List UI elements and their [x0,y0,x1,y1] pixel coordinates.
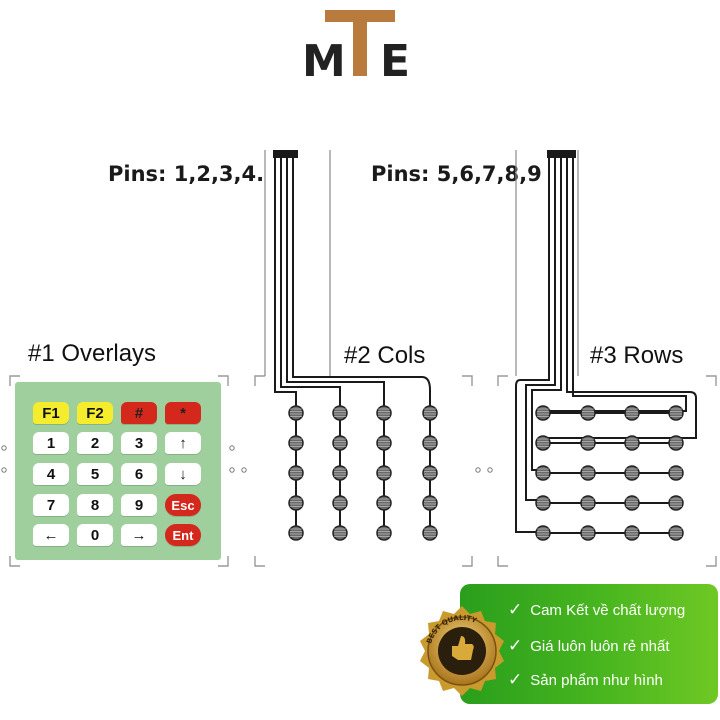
cols-contact-pad [332,435,348,451]
cols-contact-pad [288,405,304,421]
key-0-2: # [121,402,157,424]
key-4-3: Ent [165,524,201,546]
cols-contact-pad [288,435,304,451]
key-3-2: 9 [121,494,157,516]
key-1-2: 3 [121,432,157,454]
rows-flex-tail [515,150,697,533]
key-1-3: ↑ [165,432,201,454]
pins-right-label: Pins: 5,6,7,8,9 [371,162,542,186]
cols-contact-pad [376,465,392,481]
rows-contact-pad [535,495,551,511]
cols-contact-pad [376,525,392,541]
rows-contact-pad [580,465,596,481]
key-4-0: ← [33,524,69,546]
mte-logo: M E [302,10,410,80]
rows-contact-pad [624,525,640,541]
key-0-0: F1 [33,402,69,424]
cols-contact-pad [288,525,304,541]
rows-contact-pad [535,465,551,481]
cols-flex-tips [273,150,298,158]
key-0-3: * [165,402,201,424]
pins-left-label: Pins: 1,2,3,4. [108,162,265,186]
logo-t-bar [325,10,395,22]
rows-flex-tips [547,150,576,158]
section-title-cols: #2 Cols [344,342,426,369]
cols-flex-tail [274,150,431,530]
cols-contact-pad [422,405,438,421]
cols-contact-pad [422,465,438,481]
key-4-2: → [121,524,157,546]
row-traces [540,412,676,534]
promo-line-3-text: Sản phẩm như hình [530,671,663,689]
rows-contact-pad [668,465,684,481]
rows-contact-pad [624,405,640,421]
key-3-1: 8 [77,494,113,516]
key-2-0: 4 [33,463,69,485]
cols-contact-pad [288,465,304,481]
cols-contact-pad [422,435,438,451]
rows-contact-pad [624,495,640,511]
thumbs-up-icon [452,636,474,660]
rows-contact-pad [580,405,596,421]
cols-contact-pad [376,435,392,451]
logo-t-stem [353,22,367,76]
cols-contact-pad [332,465,348,481]
promo-line-3: ✓ Sản phẩm như hình [508,670,663,690]
frame-corner-marks [9,375,717,567]
cols-contact-pad [422,495,438,511]
cols-contact-pad [422,525,438,541]
key-2-1: 5 [77,463,113,485]
rows-contact-pad [535,405,551,421]
rows-contact-pad [668,405,684,421]
rows-contact-pad [535,525,551,541]
key-2-2: 6 [121,463,157,485]
registration-holes [1,445,493,473]
section-title-overlays: #1 Overlays [28,340,157,367]
rows-contact-pad [580,435,596,451]
check-icon: ✓ [508,670,523,689]
key-4-1: 0 [77,524,113,546]
cols-contact-pad [332,525,348,541]
best-quality-badge-icon: BEST QUALITY [420,606,504,696]
cols-contact-pad [332,495,348,511]
promo-line-1: ✓ Cam Kết về chất lượng [508,600,685,620]
contact-pads [288,405,684,541]
rows-contact-pad [668,435,684,451]
cols-contact-pad [332,405,348,421]
key-0-1: F2 [77,402,113,424]
cols-contact-pad [376,405,392,421]
logo-letter-m: M [302,36,346,80]
key-1-0: 1 [33,432,69,454]
logo-letter-e: E [380,36,410,80]
rows-contact-pad [624,435,640,451]
rows-contact-pad [668,495,684,511]
key-3-3: Esc [165,494,201,516]
promo-line-2: ✓ Giá luôn luôn rẻ nhất [508,636,670,656]
promo-line-2-text: Giá luôn luôn rẻ nhất [530,637,670,655]
cols-contact-pad [288,495,304,511]
rows-contact-pad [580,525,596,541]
rows-contact-pad [624,465,640,481]
key-2-3: ↓ [165,463,201,485]
rows-contact-pad [668,525,684,541]
guide-lines [264,150,579,376]
check-icon: ✓ [508,600,523,619]
rows-contact-pad [580,495,596,511]
section-title-rows: #3 Rows [590,342,684,369]
key-1-1: 2 [77,432,113,454]
key-3-0: 7 [33,494,69,516]
cols-contact-pad [376,495,392,511]
rows-contact-pad [535,435,551,451]
promo-banner: ✓ Cam Kết về chất lượng ✓ Giá luôn luôn … [460,584,718,704]
check-icon: ✓ [508,636,523,655]
promo-line-1-text: Cam Kết về chất lượng [530,601,686,619]
